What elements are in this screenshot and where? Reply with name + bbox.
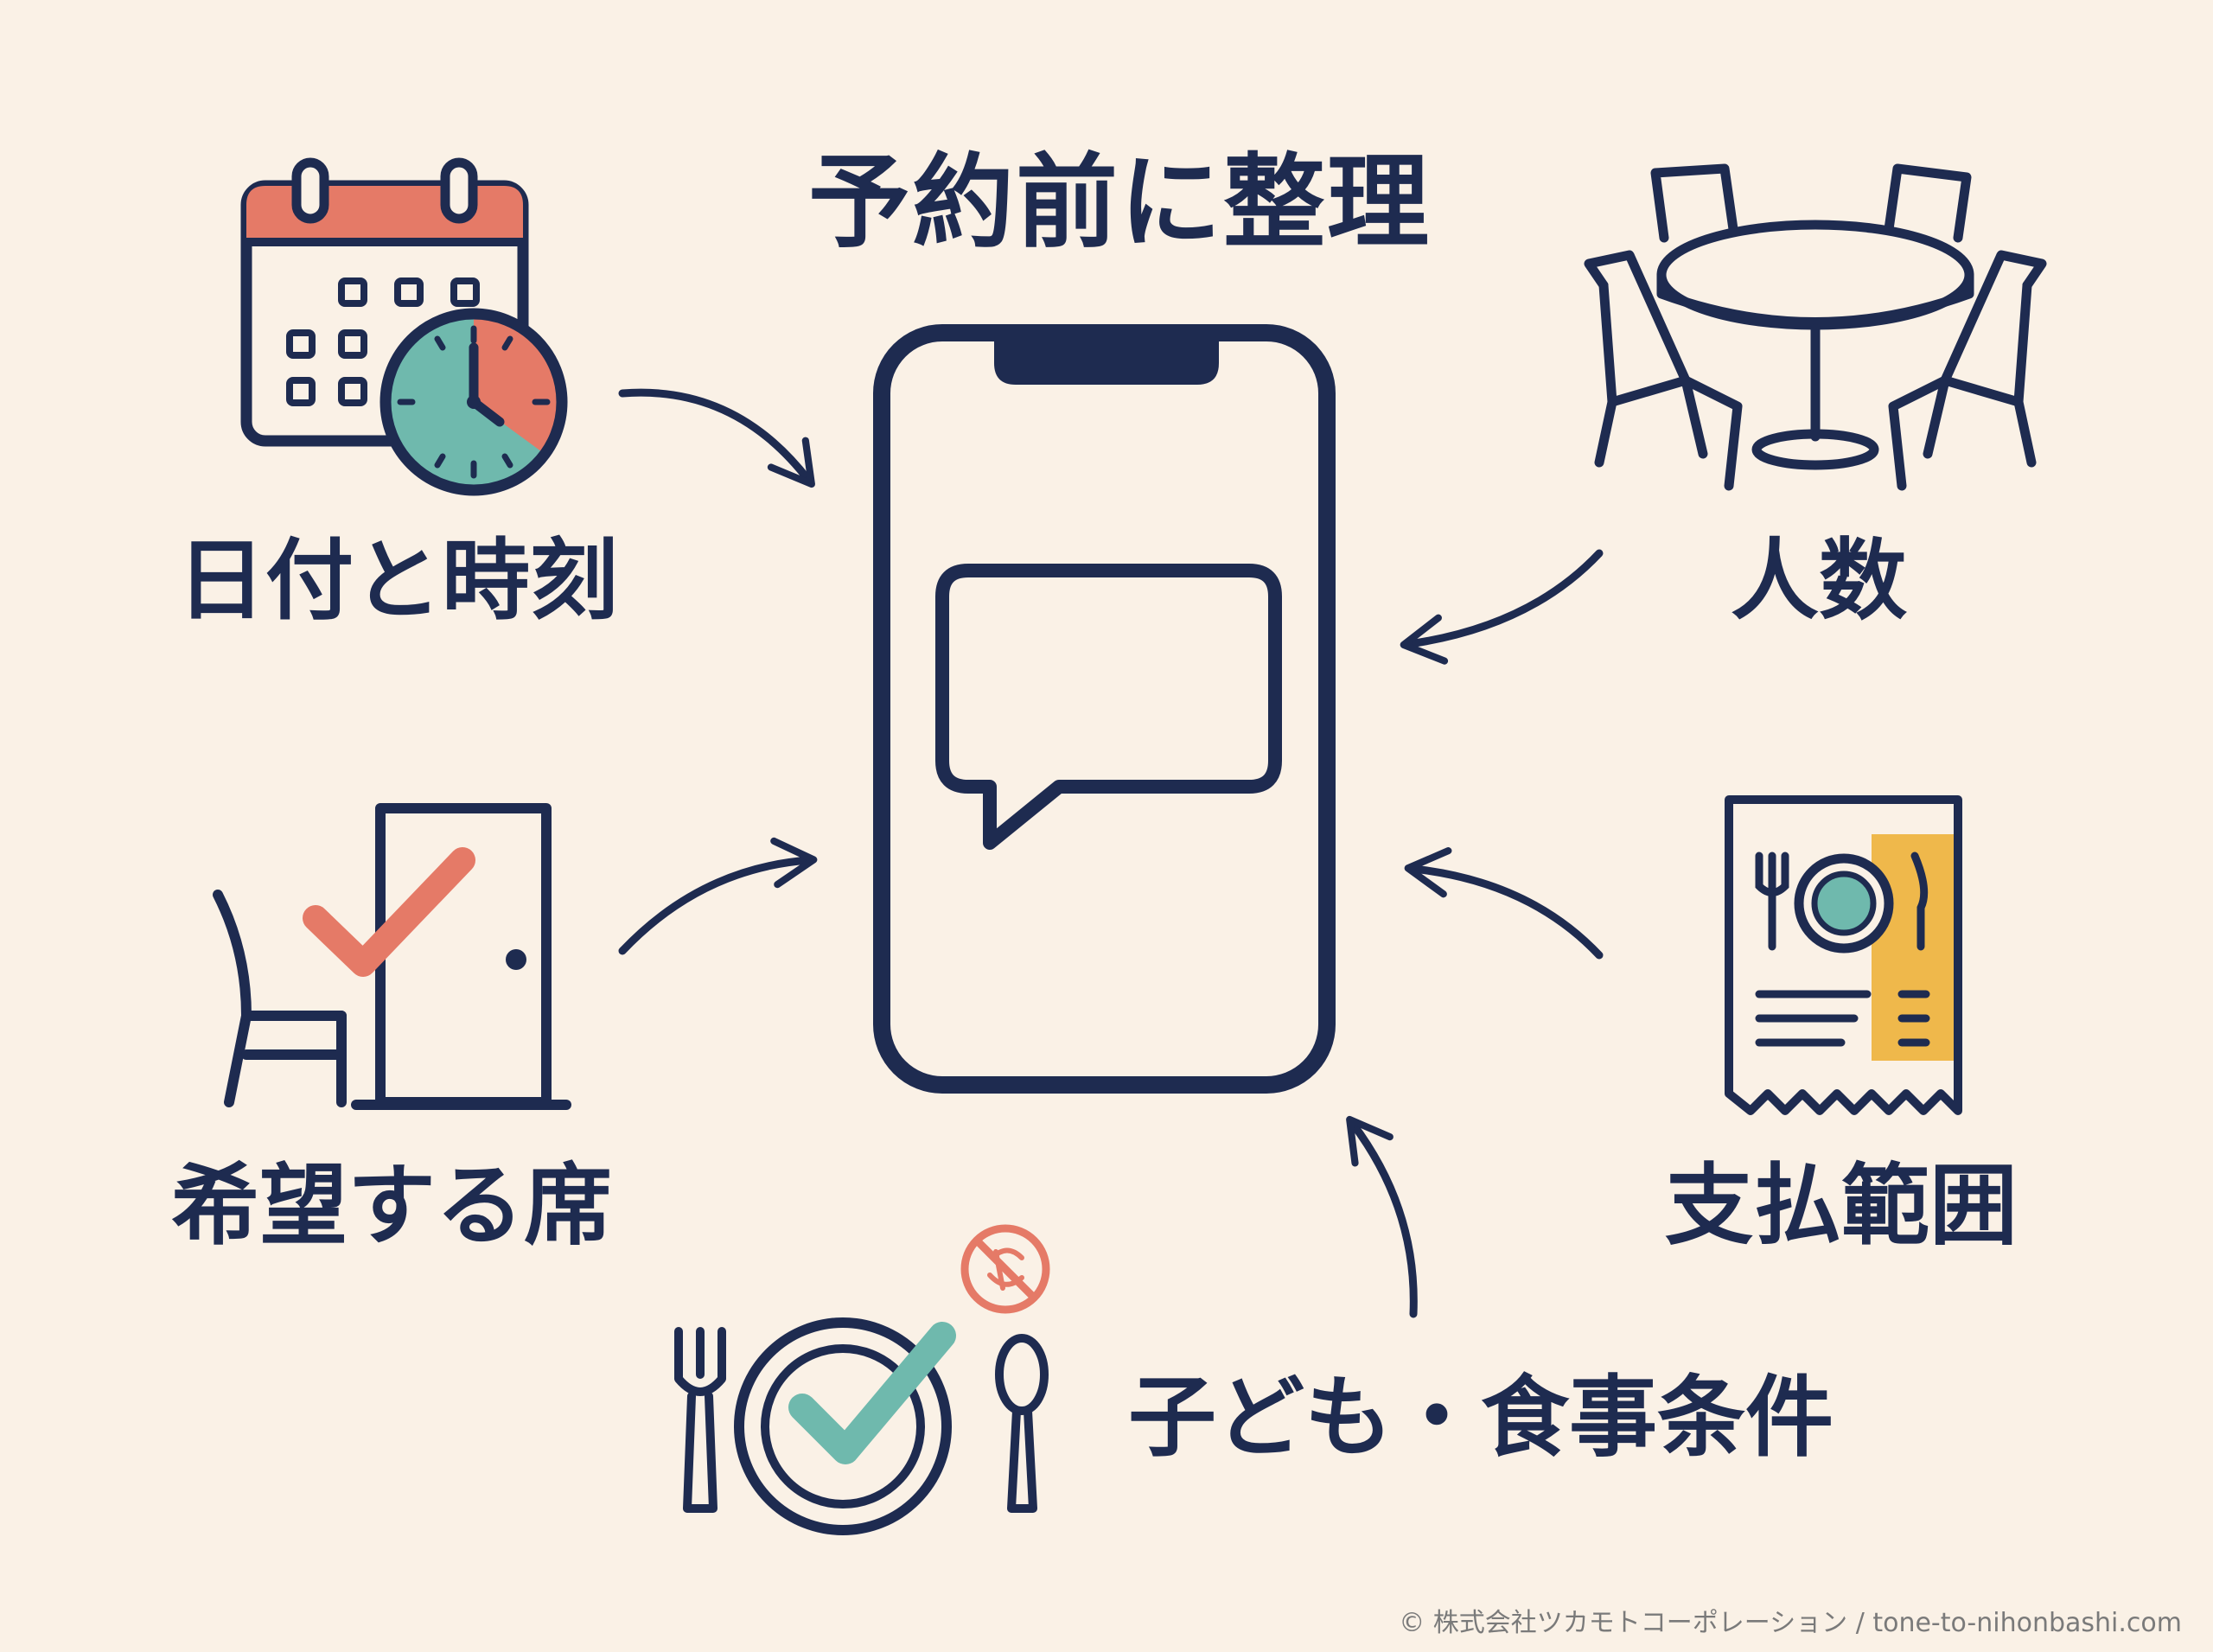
page-title: 予約前に整理 xyxy=(808,143,1432,262)
arrow-date-to-phone xyxy=(618,388,815,488)
arrow-seat-to-phone xyxy=(618,837,818,955)
table-chairs-icon xyxy=(1584,163,2047,491)
arrow-people-to-phone xyxy=(1400,549,1604,665)
menu-receipt-icon xyxy=(1725,795,1962,1115)
label-date-time: 日付と時刻 xyxy=(177,530,618,633)
label-seat: 希望する席 xyxy=(171,1155,612,1258)
copyright-notice: © 株式会社ツカモトコーポレーション / tone-to-nihonbashi.… xyxy=(1399,1608,2182,1638)
calendar-clock-icon xyxy=(240,157,568,496)
plate-check-no-allergen-icon xyxy=(674,1224,1050,1535)
arrow-budget-to-phone xyxy=(1404,847,1604,960)
label-food-conditions: 子ども・食事条件 xyxy=(1128,1367,1834,1470)
label-budget: 支払範囲 xyxy=(1665,1155,2018,1258)
smartphone-chat-icon xyxy=(873,324,1336,1094)
arrow-food-to-phone xyxy=(1346,1115,1418,1318)
label-people: 人数 xyxy=(1731,530,1907,633)
chair-door-check-icon xyxy=(213,803,571,1110)
arrows xyxy=(618,388,1604,1318)
